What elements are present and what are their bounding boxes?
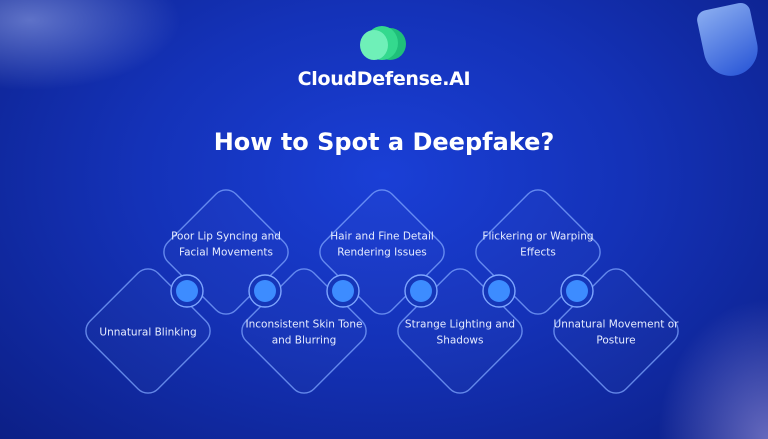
brand-name: CloudDefense.AI (297, 68, 471, 90)
sign-label: Strange Lighting and Shadows (404, 318, 516, 347)
sign-label: Unnatural Blinking (99, 326, 197, 339)
connector-node (482, 274, 516, 308)
connector-node (560, 274, 594, 308)
page-title: How to Spot a Deepfake? (213, 128, 555, 156)
connector-node (326, 274, 360, 308)
connector-node (248, 274, 282, 308)
sign-label: Unnatural Movement or Posture (553, 318, 679, 347)
logo: CloudDefense.AI (0, 26, 768, 90)
sign-label: Inconsistent Skin Tone and Blurring (245, 318, 363, 347)
connector-node (404, 274, 438, 308)
connector-node (170, 274, 204, 308)
sign-label: Hair and Fine Detail Rendering Issues (330, 230, 434, 259)
sign-label: Poor Lip Syncing and Facial Movements (171, 230, 281, 259)
cloud-icon (358, 26, 410, 62)
sign-label: Flickering or Warping Effects (482, 230, 594, 259)
